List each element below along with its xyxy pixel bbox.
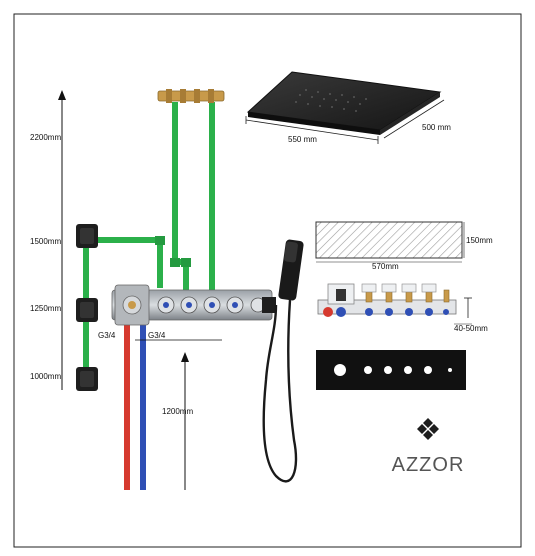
- height-arrow: [58, 90, 66, 390]
- inlet-right-label: G3/4: [148, 331, 166, 340]
- height-1200-label: 1200mm: [162, 407, 193, 416]
- panel-width-label: 550 mm: [288, 135, 317, 144]
- body-jet-bottom: [76, 367, 98, 391]
- shower-hose: [262, 299, 298, 483]
- height-1200-arrow: [135, 339, 222, 490]
- green-pipe-network: [83, 102, 215, 380]
- concealed-mixer-valve: [111, 284, 276, 326]
- body-jet-top: [76, 224, 98, 248]
- wall-depth-label: 40-50mm: [454, 324, 488, 333]
- brand-name: AZZOR: [392, 454, 465, 476]
- body-jet-middle: [76, 298, 98, 322]
- outer-frame: [13, 13, 522, 548]
- height-1000-label: 1000mm: [30, 372, 61, 381]
- valve-cartridge-row: [317, 283, 457, 317]
- rain-shower-panel: [246, 71, 442, 135]
- box-height-label: 150mm: [466, 236, 493, 245]
- box-width-label: 570mm: [372, 262, 399, 271]
- height-2200-label: 2200mm: [30, 133, 61, 142]
- panel-width-dimension: 550 mm: [245, 116, 379, 144]
- diamond-cluster-icon: [417, 418, 439, 440]
- height-1250-label: 1250mm: [30, 304, 61, 313]
- cover-plate: [316, 350, 466, 390]
- panel-depth-dimension: 500 mm: [383, 99, 451, 139]
- height-1500-label: 1500mm: [30, 237, 61, 246]
- ceiling-manifold: [157, 89, 225, 103]
- wall-box: [315, 221, 463, 259]
- inlet-left-label: G3/4: [98, 331, 116, 340]
- hand-shower: [278, 239, 304, 301]
- panel-depth-label: 500 mm: [422, 123, 451, 132]
